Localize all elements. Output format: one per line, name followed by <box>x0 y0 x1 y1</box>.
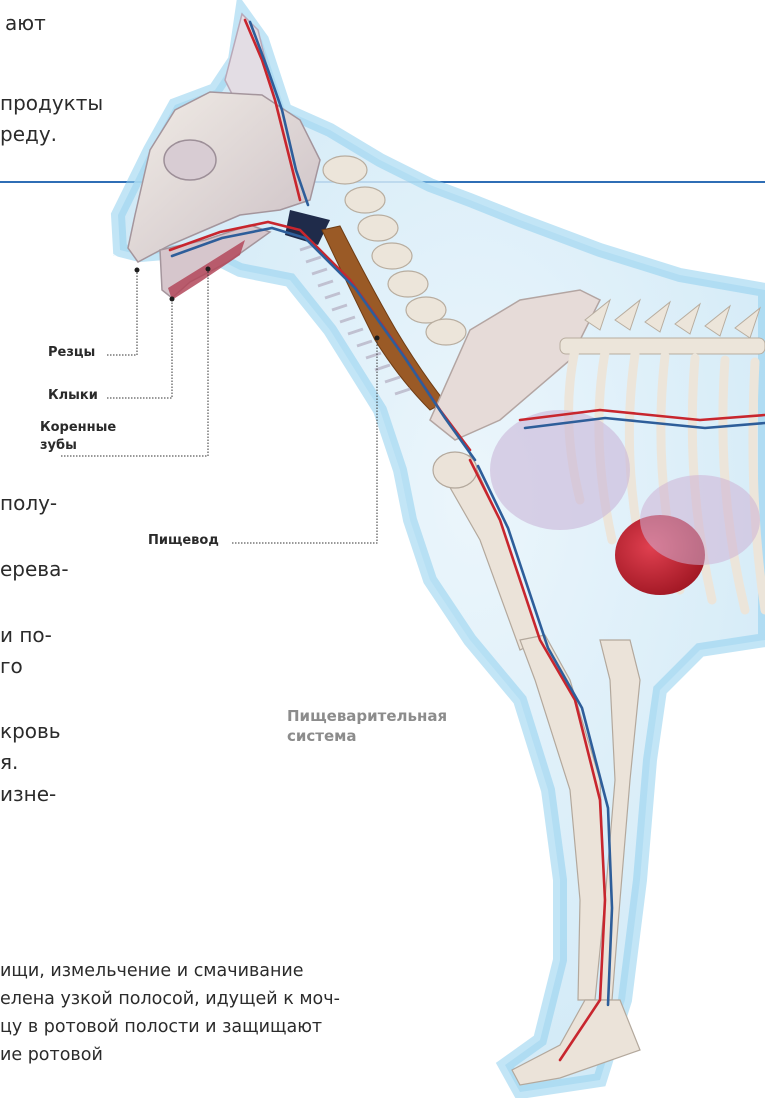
label-molars-line2: зубы <box>40 437 116 455</box>
left-fragment-4: го <box>0 651 23 682</box>
caption-line-1: Пищеварительная <box>287 707 447 727</box>
bottom-line-2: елена узкой полосой, идущей к моч- <box>0 986 340 1013</box>
bottom-line-4: ие ротовой <box>0 1042 103 1072</box>
bottom-line-3: цу в ротовой полости и защищают <box>0 1014 322 1041</box>
intro-line-3: реду. <box>0 119 57 150</box>
label-incisors: Резцы <box>48 344 95 362</box>
label-canines: Клыки <box>48 387 98 405</box>
bottom-line-1: ищи, измельчение и смачивание <box>0 958 304 985</box>
left-fragment-5: кровь <box>0 716 61 747</box>
intro-line-2: продукты <box>0 88 103 119</box>
caption-line-2: система <box>287 727 447 747</box>
intro-line-1: ают <box>5 8 46 39</box>
left-fragment-2: ерева- <box>0 554 69 585</box>
label-esophagus: Пищевод <box>148 532 219 550</box>
figure-caption: Пищеварительная система <box>287 707 447 746</box>
left-fragment-3: и по- <box>0 620 52 651</box>
liver <box>640 475 760 565</box>
lung <box>490 410 630 530</box>
left-fragment-1: полу- <box>0 488 57 519</box>
left-fragment-7: изне- <box>0 779 56 810</box>
label-molars-line1: Коренные <box>40 419 116 437</box>
label-molars: Коренные зубы <box>40 419 116 454</box>
left-fragment-6: я. <box>0 747 18 778</box>
